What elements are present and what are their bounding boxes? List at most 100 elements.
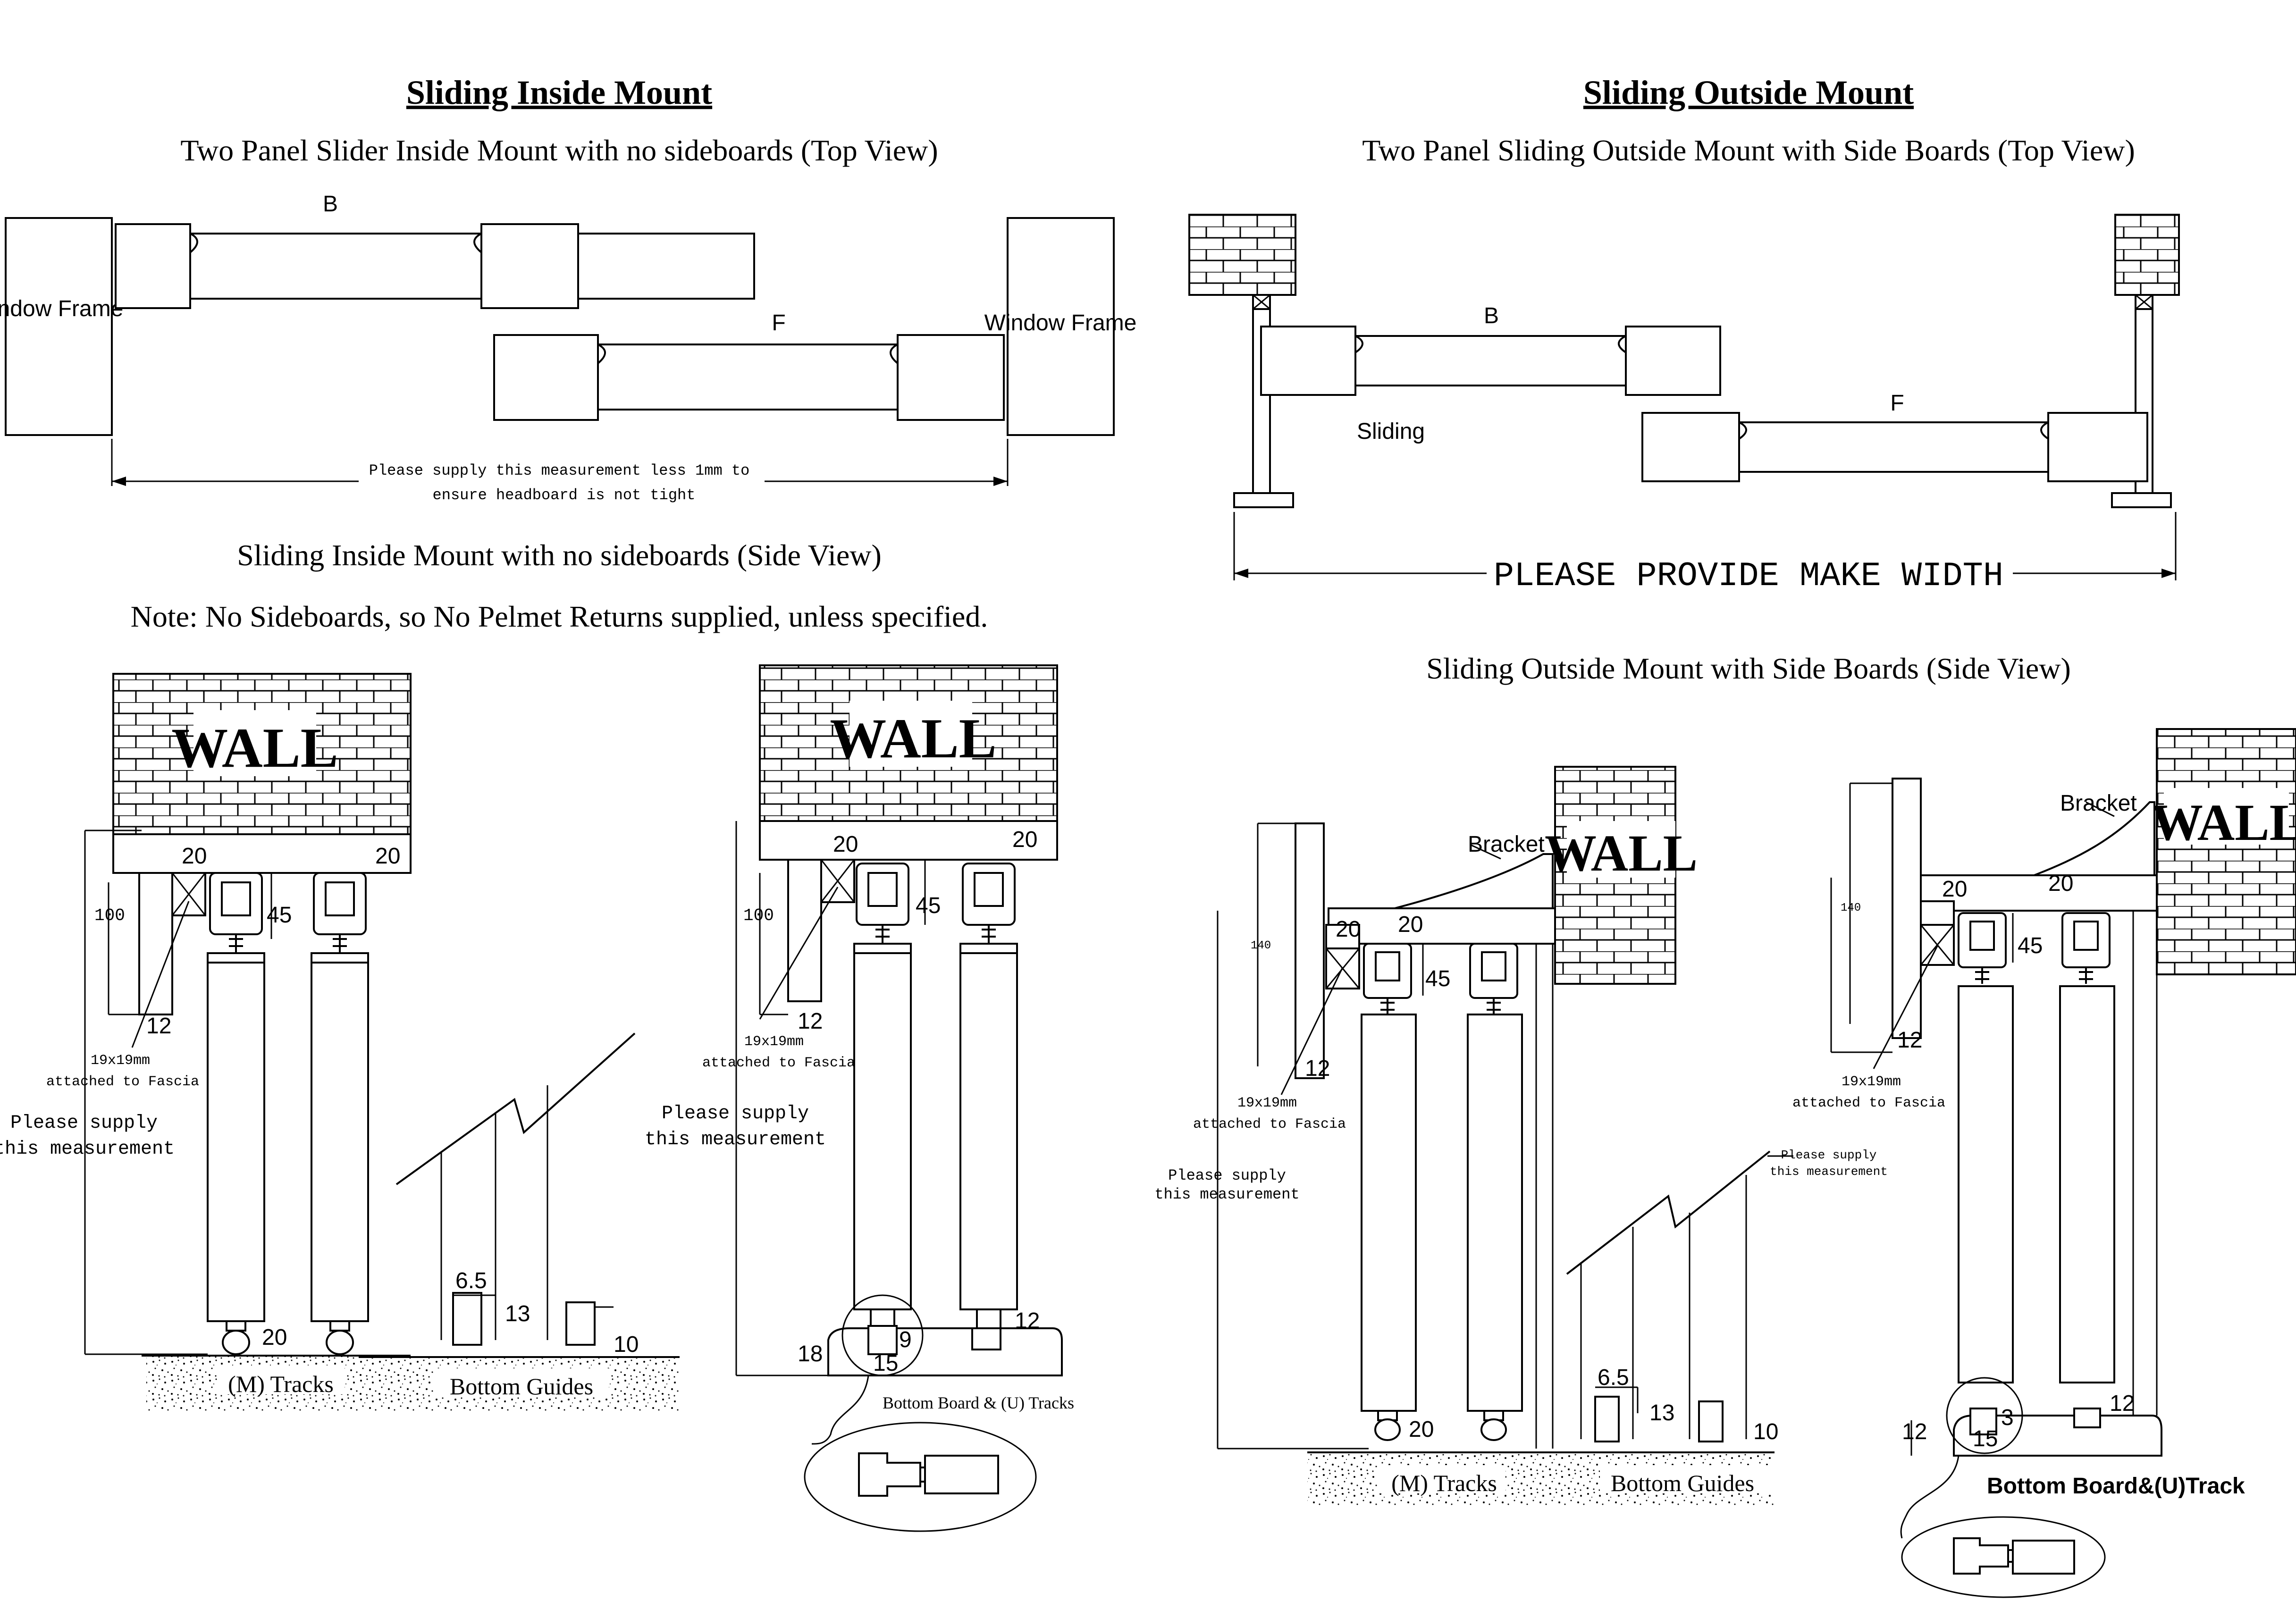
make-width-label: PLEASE PROVIDE MAKE WIDTH (1494, 557, 2003, 595)
dim-100: 100 (94, 906, 125, 925)
dim-12: 12 (146, 1014, 171, 1039)
wheel-carrier-1 (207, 872, 265, 964)
bracket-label-b: Bracket (2060, 791, 2137, 816)
dim-6-5: 6.5 (455, 1268, 487, 1293)
fascia-label-5: 19x19mm (1237, 1095, 1297, 1111)
window-frame-right (1007, 217, 1115, 436)
supply-label-5: Please supply (1168, 1167, 1286, 1184)
dim-10: 10 (614, 1332, 639, 1357)
supply-label-7: Please supply (1781, 1148, 1877, 1162)
dim-20-f: 20 (1336, 917, 1361, 942)
dim-12-f: 12 (1902, 1419, 1927, 1444)
supply-label-1: Please supply (10, 1113, 158, 1134)
shutter-panel-2 (311, 962, 369, 1322)
headboard-a (1328, 907, 1556, 945)
dim-20-i: 20 (1942, 877, 1967, 902)
window-frame-left (5, 217, 113, 436)
wheel-carrier-3 (853, 863, 912, 954)
dim-12-e: 12 (1897, 1028, 1922, 1053)
dim-12-g: 12 (2110, 1391, 2135, 1416)
bracket-a (1394, 853, 1554, 909)
dim-15: 15 (873, 1351, 898, 1376)
outside-bottom-guides: 6.5 13 10 Bottom Guides Please supply th… (1534, 1148, 1888, 1505)
dim-140-a: 140 (1251, 939, 1271, 952)
wheel-carrier-5 (1363, 943, 1412, 1014)
label-b-outside: B (1484, 303, 1499, 328)
bottom-guide-3 (1594, 1396, 1620, 1442)
wheel-carrier-4 (959, 863, 1018, 954)
u-track-3 (1969, 1408, 1997, 1435)
bottom-board-u-label-b: Bottom Board&(U)Track (1987, 1474, 2245, 1499)
fascia-board (138, 872, 173, 1015)
dim-20-a: 20 (182, 844, 207, 869)
wall-label-2: WALL (830, 707, 996, 770)
dim-100-b: 100 (743, 906, 774, 925)
measure-note-line-1: Please supply this measurement less 1mm … (369, 462, 750, 479)
supply-label-4: this measurement (645, 1129, 826, 1150)
measure-note-line-2: ensure headboard is not tight (433, 486, 696, 504)
inside-top-view-caption: Two Panel Slider Inside Mount with no si… (180, 134, 938, 167)
outside-top-view: B Sliding F PLEASE PROVIDE MAKE WIDTH (1188, 214, 2180, 595)
headboard-b (1915, 874, 2158, 912)
m-tracks-label-b: (M) Tracks (1391, 1470, 1497, 1496)
wall-label: WALL (171, 716, 338, 779)
inside-mount-section: Sliding Inside Mount Two Panel Slider In… (0, 74, 1136, 1532)
wall-label-3: WALL (1545, 824, 1698, 882)
fascia-label-7: 19x19mm (1842, 1074, 1901, 1090)
wall-right-brick (2114, 214, 2180, 296)
panel-f-outside (1641, 412, 2148, 482)
u-track-2 (971, 1327, 1001, 1350)
shutter-panel-7 (1958, 985, 2014, 1383)
detail-circle-b (1946, 1377, 2023, 1454)
fascia-label-2: attached to Fascia (46, 1074, 199, 1090)
dim-45-c: 45 (1425, 966, 1450, 991)
wheel-carrier-6 (1469, 943, 1518, 1014)
detail-ellipse-b (1901, 1516, 2106, 1598)
shutter-panel-5 (1361, 1014, 1417, 1412)
bottom-guide-1 (452, 1292, 482, 1346)
dim-20-g: 20 (1398, 912, 1423, 937)
dim-45-b: 45 (916, 893, 941, 918)
shutter-panel-6 (1467, 1014, 1523, 1412)
dim-13: 13 (505, 1301, 530, 1326)
supply-label-6: this measurement (1154, 1186, 1299, 1203)
dim-20-e: 20 (1012, 827, 1037, 852)
shutter-panel-3 (853, 952, 912, 1310)
shutter-panel-8 (2059, 985, 2115, 1383)
detail-u-track-profile-b (1953, 1537, 2075, 1575)
dim-20-b: 20 (375, 844, 400, 869)
shutter-panel-1 (207, 962, 265, 1322)
inside-bottom-guides: 6.5 13 10 Bottom Guides (359, 1032, 680, 1411)
wheel-carrier-8 (2061, 912, 2111, 984)
fascia-label-4: attached to Fascia (702, 1055, 855, 1071)
window-frame-right-label: Window Frame (984, 310, 1137, 335)
fascia-label-3: 19x19mm (744, 1034, 804, 1050)
wall-brick-4 (2156, 728, 2296, 975)
bottom-board-u-label: Bottom Board & (U) Tracks (883, 1393, 1074, 1412)
inside-top-view: Window Frame Window Frame B F (0, 192, 1136, 504)
fascia-label-1: 19x19mm (91, 1053, 150, 1069)
dim-20-d: 20 (833, 832, 858, 857)
dim-12-d: 12 (1305, 1056, 1330, 1081)
dim-13-b: 13 (1649, 1400, 1674, 1425)
dim-140-b: 140 (1841, 902, 1861, 914)
panel-b-outside (1260, 326, 1721, 396)
panel-b-back (115, 223, 755, 309)
detail-ellipse (804, 1422, 1037, 1532)
headboard (112, 833, 412, 874)
dim-12-c: 12 (1015, 1308, 1040, 1333)
inside-side-view-m-tracks: WALL (0, 673, 412, 1411)
make-width-dimension (1233, 512, 2177, 580)
bottom-guides-label-b: Bottom Guides (1611, 1470, 1754, 1496)
inside-width-dimension (111, 439, 1009, 486)
supply-label-8: this measurement (1770, 1165, 1888, 1179)
side-board-a (1295, 822, 1325, 1079)
dim-45-d: 45 (2018, 933, 2043, 958)
m-track-rollers (222, 1320, 354, 1355)
bottom-board (827, 1327, 1063, 1376)
dim-15-b: 15 (1973, 1426, 1998, 1451)
dim-20-j: 20 (2048, 871, 2073, 896)
bracket-b (2034, 801, 2155, 876)
m-tracks-label: (M) Tracks (228, 1371, 334, 1397)
